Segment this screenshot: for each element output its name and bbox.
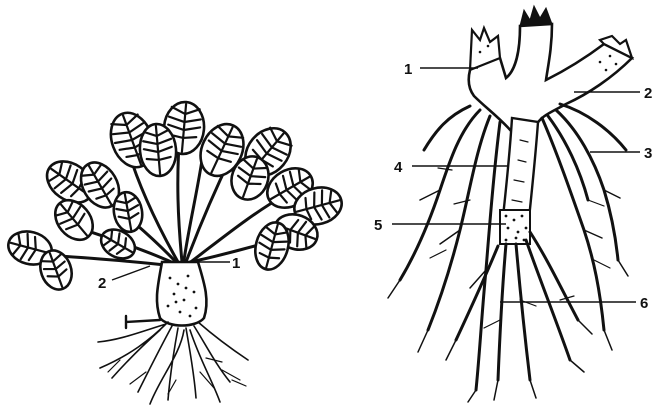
label-6-right: 6 [640, 295, 648, 312]
label-4-right: 4 [394, 159, 403, 176]
label-5-right: 5 [374, 217, 382, 234]
right-roots [388, 104, 628, 402]
label-1-right: 1 [404, 61, 412, 78]
label-2-left: 2 [98, 275, 106, 292]
label-2-right: 2 [644, 85, 652, 102]
label-1-left: 1 [232, 255, 240, 272]
left-crown [126, 262, 206, 328]
leader-2-left [112, 266, 150, 280]
right-plant: 1 2 3 4 5 6 [374, 6, 652, 402]
left-roots [98, 322, 248, 404]
left-plant: 1 2 [5, 100, 346, 404]
right-crown [469, 6, 632, 244]
label-3-right: 3 [644, 145, 652, 162]
